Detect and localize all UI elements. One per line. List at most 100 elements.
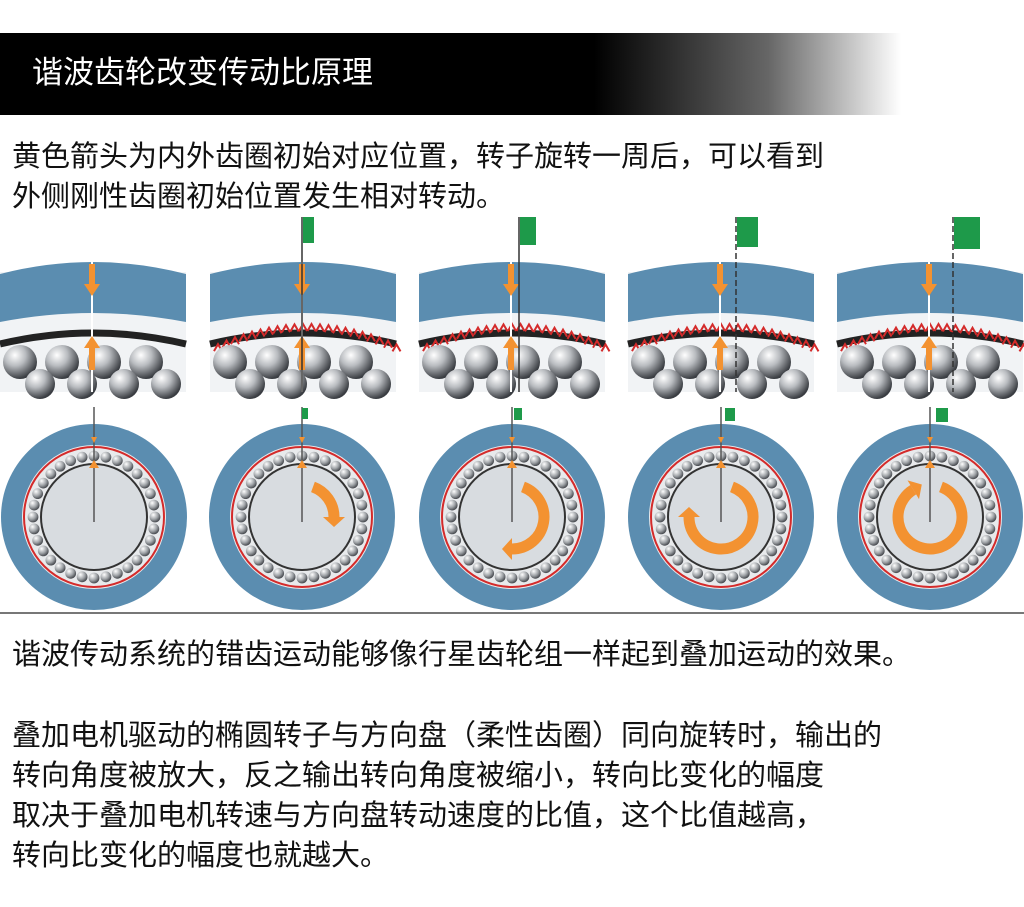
bearing-ball — [924, 572, 936, 584]
bearing-ball — [245, 477, 257, 489]
bearing-ball — [840, 345, 874, 379]
bearing-ball — [881, 468, 893, 480]
rotation-arrow-icon — [678, 507, 700, 517]
gear-teeth — [840, 322, 1024, 352]
bearing-ball — [347, 477, 359, 489]
bearing-ball — [361, 369, 391, 399]
bearing-ball — [131, 468, 143, 480]
bearing-ball — [28, 499, 40, 511]
bearing-ball — [65, 455, 77, 467]
bearing-ball — [946, 369, 976, 399]
bearing-ball — [912, 571, 924, 583]
arrow-down-icon — [299, 437, 305, 443]
summary-paragraph: 谐波传动系统的错齿运动能够像行星齿轮组一样起到叠加运动的效果。 — [12, 637, 912, 671]
bearing-ball — [277, 369, 307, 399]
bearing-ball — [339, 345, 373, 379]
bearing-ball — [148, 499, 160, 511]
frame-panel — [627, 217, 820, 610]
bearing-ball — [727, 571, 739, 583]
bearing-ball — [356, 523, 368, 535]
rotation-arc — [511, 481, 550, 555]
bearing-ball — [100, 571, 112, 583]
bearing-ball — [255, 345, 289, 379]
bearing-ball — [455, 477, 467, 489]
bearing-ball — [715, 345, 749, 379]
bearing-ball — [45, 468, 57, 480]
bearing-ball — [240, 488, 252, 500]
bearing-ball — [864, 499, 876, 511]
bearing-ball — [463, 468, 475, 480]
bearing-ball — [958, 460, 970, 472]
bearing-ball — [262, 460, 274, 472]
bearing-ball — [32, 534, 44, 546]
arrow-up-icon — [716, 460, 726, 468]
bearing-ball — [422, 345, 456, 379]
bearing-ball — [122, 460, 134, 472]
bearing-ball — [958, 562, 970, 574]
bearing-ball — [868, 488, 880, 500]
bearing-ball — [901, 455, 913, 467]
bearing-ball — [984, 523, 996, 535]
bearing-ball — [873, 477, 885, 489]
bearing-ball — [737, 369, 767, 399]
explanation-line: 转向角度被放大，反之输出转向角度被缩小，转向比变化的幅度 — [12, 758, 825, 792]
bearing-ball — [111, 567, 123, 579]
bearing-ball — [738, 567, 750, 579]
frame-panel — [418, 217, 611, 610]
bearing-ball — [236, 499, 248, 511]
bearing-ball — [236, 523, 248, 535]
bearing-ball — [339, 468, 351, 480]
bearing-ball — [757, 345, 791, 379]
rotation-arc — [310, 481, 340, 518]
bearing-ball — [88, 572, 100, 584]
bearing-ball — [213, 345, 247, 379]
bearing-ball — [37, 477, 49, 489]
bearing-ball — [330, 460, 342, 472]
bearing-ball — [567, 511, 579, 523]
bearing-ball — [557, 477, 569, 489]
arrow-up-icon — [84, 336, 100, 370]
bearing-ball — [529, 567, 541, 579]
bearing-ball — [936, 451, 948, 463]
arrow-up-icon — [297, 460, 307, 468]
arrow-down-icon — [712, 264, 728, 296]
harmonic-gear-diagram — [0, 217, 1024, 610]
bearing-ball — [308, 571, 320, 583]
bearing-ball — [975, 545, 987, 557]
bearing-ball — [144, 534, 156, 546]
bearing-ball — [766, 477, 778, 489]
arrow-down-icon — [921, 264, 937, 296]
circular-gear-view — [419, 407, 605, 610]
bearing-ball — [540, 460, 552, 472]
page-title: 谐波齿轮改变传动比原理 — [32, 55, 373, 91]
rotation-arrow-icon — [907, 480, 922, 500]
flag-icon — [936, 408, 948, 422]
bearing-ball — [240, 534, 252, 546]
bearing-ball — [758, 554, 770, 566]
bearing-ball — [455, 545, 467, 557]
bearing-ball — [45, 554, 57, 566]
bearing-ball — [472, 562, 484, 574]
bearing-ball — [3, 345, 37, 379]
bearing-ball — [664, 477, 676, 489]
bearing-ball — [967, 554, 979, 566]
bearing-ball — [984, 499, 996, 511]
bearing-ball — [890, 460, 902, 472]
bearing-ball — [32, 488, 44, 500]
bearing-ball — [779, 369, 809, 399]
bearing-ball — [67, 369, 97, 399]
bearing-ball — [464, 345, 498, 379]
bearing-ball — [864, 523, 876, 535]
bearing-ball — [904, 369, 934, 399]
bearing-ball — [319, 369, 349, 399]
bearing-ball — [703, 571, 715, 583]
bearing-ball — [483, 567, 495, 579]
flag-icon — [302, 408, 308, 419]
bearing-ball — [245, 545, 257, 557]
bearing-ball — [151, 369, 181, 399]
explanation-line: 转向比变化的幅度也就越大。 — [12, 838, 390, 872]
bearing-ball — [655, 523, 667, 535]
bearing-ball — [76, 571, 88, 583]
bearing-ball — [87, 345, 121, 379]
bearing-ball — [715, 572, 727, 584]
